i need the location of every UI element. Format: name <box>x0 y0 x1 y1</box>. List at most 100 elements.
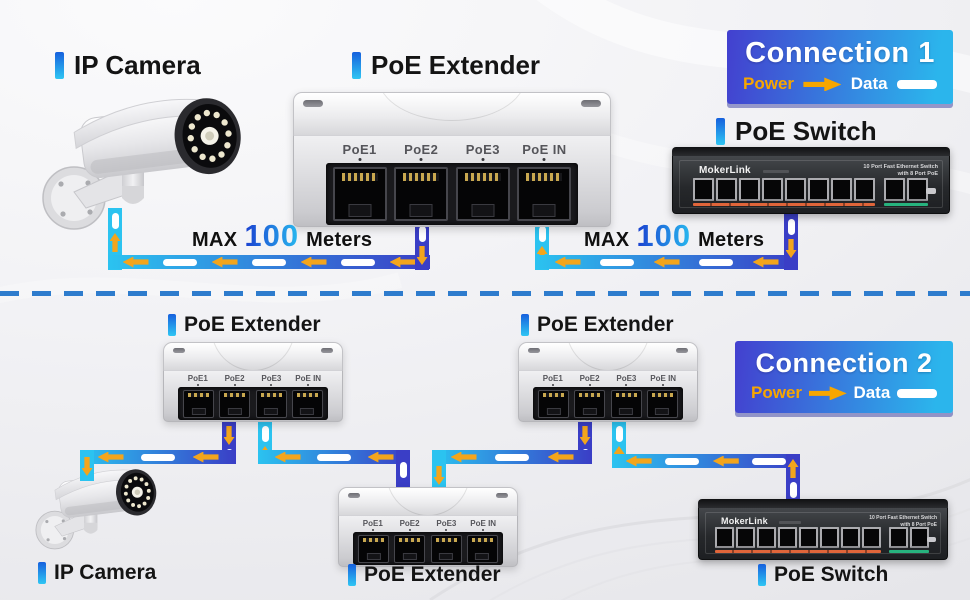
max-distance-label-2: MAX 100 Meters <box>584 218 765 253</box>
cable-extenderB-to-extenderC <box>432 450 592 464</box>
extender-front-panel: PoE1 PoE2 PoE3 PoE IN <box>518 370 698 422</box>
rj45-port <box>716 178 737 201</box>
switch-port-rows <box>693 178 928 206</box>
rj45-port <box>862 527 881 548</box>
cable-extenderC-poe3-drop <box>432 450 446 490</box>
label-accent-bar <box>38 562 46 584</box>
rj45-port <box>889 527 908 548</box>
rj45-port <box>799 527 818 548</box>
legend-row: Power Data <box>741 74 939 94</box>
poe-extender-label-A: PoE Extender <box>168 313 321 337</box>
power-arrow-left-icon <box>389 256 416 268</box>
rj45-port <box>693 178 714 201</box>
poe-ports-orange-bar <box>715 550 881 553</box>
data-stripe <box>665 457 700 465</box>
uplink-ports-green-bar <box>884 203 928 206</box>
switch-mode-toggle <box>926 188 936 194</box>
extender-front-panel: PoE1 PoE2 PoE3 PoE IN <box>163 370 343 422</box>
label-text: PoE Switch <box>774 563 889 586</box>
poe-extender-device-B: PoE1 PoE2 PoE3 PoE IN <box>518 342 698 422</box>
data-stripe <box>418 226 426 242</box>
extender-top-panel <box>338 487 518 515</box>
rj45-port <box>762 178 783 201</box>
power-arrow-icon <box>808 386 847 401</box>
power-arrow-icon <box>803 77 842 92</box>
cable-extender1-to-switch1 <box>535 255 798 269</box>
power-arrow-up-icon <box>787 459 799 478</box>
label-accent-bar <box>716 118 725 145</box>
cable-extenderA-to-camera2 <box>80 450 236 464</box>
data-stripe <box>252 258 286 266</box>
power-legend-label: Power <box>751 383 803 403</box>
power-arrow-left-icon <box>122 256 149 268</box>
power-arrow-left-icon <box>192 451 219 463</box>
rj45-port <box>516 167 571 221</box>
mounting-slot-icon <box>321 348 333 353</box>
connection2-badge: Connection 2 Power Data <box>735 341 953 414</box>
power-arrow-down-icon <box>416 246 428 265</box>
data-bar-icon <box>897 388 937 398</box>
data-stripe <box>317 453 351 461</box>
mounting-slot-icon <box>496 493 508 498</box>
rj45-port <box>778 527 797 548</box>
rj45-port <box>358 534 390 563</box>
rj45-port <box>455 167 510 221</box>
rj45-port <box>715 527 734 548</box>
power-arrow-down-icon <box>81 457 93 476</box>
power-legend-label: Power <box>743 74 795 94</box>
power-arrow-down-icon <box>223 426 235 445</box>
data-stripe <box>495 453 529 461</box>
rj45-port <box>333 167 388 221</box>
cable-extenderC-to-extenderA <box>258 450 410 464</box>
switch-top-edge <box>672 147 950 156</box>
max-distance-label-1: MAX 100 Meters <box>192 218 373 253</box>
mounting-slot-icon <box>348 493 360 498</box>
label-text: PoE Extender <box>537 313 674 336</box>
rj45-port <box>291 389 323 418</box>
port-panel <box>178 387 328 420</box>
port-panel <box>326 163 578 225</box>
rj45-port <box>646 389 678 418</box>
power-arrow-down-icon <box>579 426 591 445</box>
port-label-poein: PoE IN <box>646 374 680 383</box>
rj45-port <box>219 389 251 418</box>
label-accent-bar <box>521 314 529 336</box>
rj45-port <box>466 534 498 563</box>
switch-faceplate: MokerLink 10 Port Fast Ethernet Switch w… <box>698 508 948 560</box>
label-text: IP Camera <box>74 50 201 80</box>
data-stripe <box>163 258 197 266</box>
power-arrow-left-icon <box>97 451 124 463</box>
port-label-poein: PoE IN <box>291 374 325 383</box>
legend-row: Power Data <box>749 383 939 403</box>
extender-front-panel: PoE1 PoE2 PoE3 PoE IN <box>293 135 611 227</box>
power-arrow-left-icon <box>367 451 394 463</box>
power-arrow-left-icon <box>547 451 574 463</box>
section-divider-dashed-line <box>0 291 970 296</box>
power-arrow-down-icon <box>785 239 797 258</box>
power-arrow-left-icon <box>653 256 680 268</box>
label-text: PoE Extender <box>371 50 541 80</box>
poe-extender-device-A: PoE1 PoE2 PoE3 PoE IN <box>163 342 343 422</box>
port-panel <box>533 387 683 420</box>
switch-description-text: 10 Port Fast Ethernet Switch with 8 Port… <box>863 164 938 178</box>
rj45-port <box>820 527 839 548</box>
switch-port-rows <box>715 527 929 553</box>
port-label-poe1: PoE1 <box>356 519 390 528</box>
rj45-port <box>785 178 806 201</box>
data-stripe <box>699 258 733 266</box>
uplink-port-group <box>889 527 929 553</box>
label-text: IP Camera <box>54 561 157 584</box>
power-arrow-left-icon <box>300 256 327 268</box>
switch-mode-toggle <box>927 537 936 542</box>
poe-switch-device-2: MokerLink 10 Port Fast Ethernet Switch w… <box>698 499 948 560</box>
label-text: PoE Extender <box>364 563 501 586</box>
power-arrow-left-icon <box>211 256 238 268</box>
extender-top-panel <box>293 92 611 135</box>
data-stripe <box>111 213 119 229</box>
ip-camera-label-1: IP Camera <box>55 50 201 81</box>
poe-port-group <box>693 178 875 206</box>
poe-ports-orange-bar <box>693 203 875 206</box>
rj45-port <box>841 527 860 548</box>
port-label-poe3: PoE3 <box>429 519 463 528</box>
rj45-port <box>538 389 570 418</box>
